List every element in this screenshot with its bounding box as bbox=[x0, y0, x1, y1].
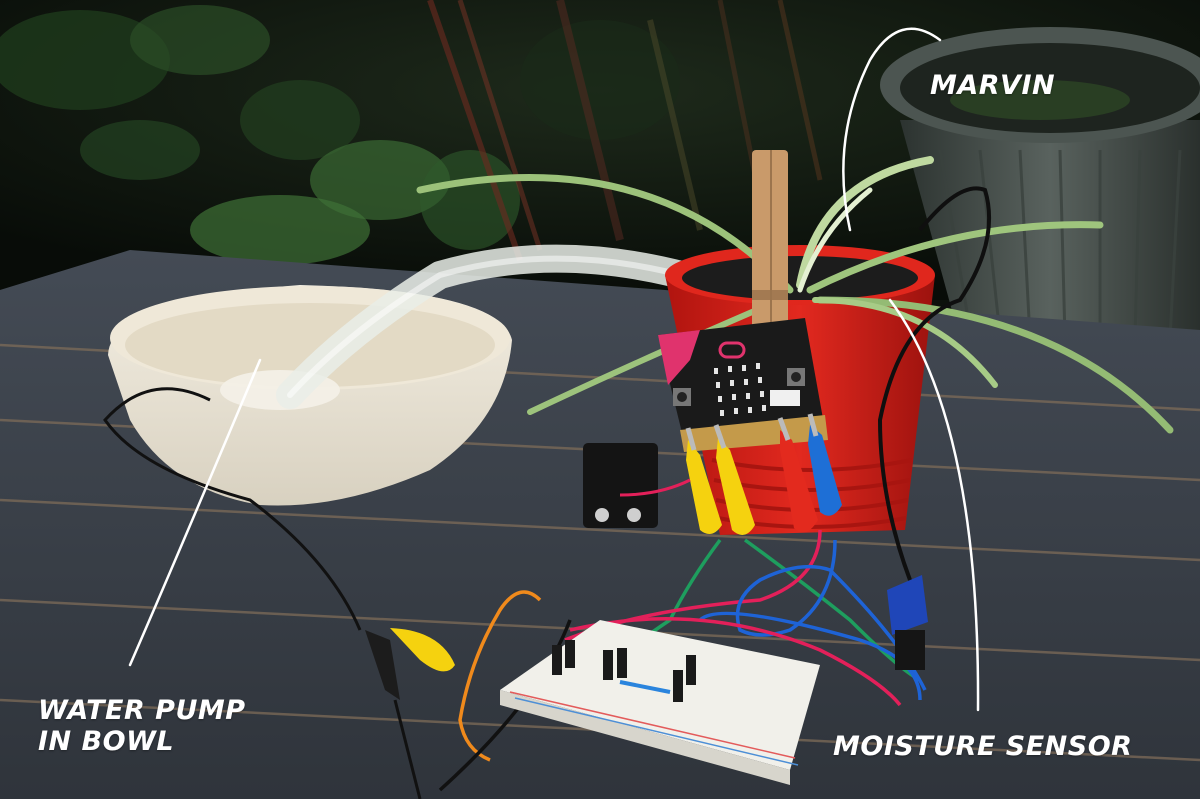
pump-cable bbox=[103, 387, 455, 799]
spider-plant-marvin bbox=[416, 156, 1174, 434]
white-ceramic-bowl bbox=[108, 285, 512, 506]
label-water-pump-in-bowl: WATER PUMP IN BOWL bbox=[38, 695, 246, 758]
crocodile-clips bbox=[685, 413, 842, 535]
grey-plastic-pot bbox=[880, 27, 1200, 340]
annotation-pointers bbox=[128, 27, 980, 712]
pointer-pump bbox=[128, 358, 262, 667]
micro-bit-board bbox=[658, 318, 828, 452]
moisture-sensor-module bbox=[877, 186, 992, 670]
label-moisture-sensor: MOISTURE SENSOR bbox=[833, 731, 1133, 762]
pointer-marvin bbox=[842, 27, 942, 232]
battery-pack bbox=[583, 443, 691, 528]
label-marvin: MARVIN bbox=[930, 70, 1056, 101]
breadboard bbox=[500, 620, 820, 785]
wooden-clothes-peg bbox=[752, 150, 788, 360]
pointer-sensor bbox=[888, 298, 980, 712]
